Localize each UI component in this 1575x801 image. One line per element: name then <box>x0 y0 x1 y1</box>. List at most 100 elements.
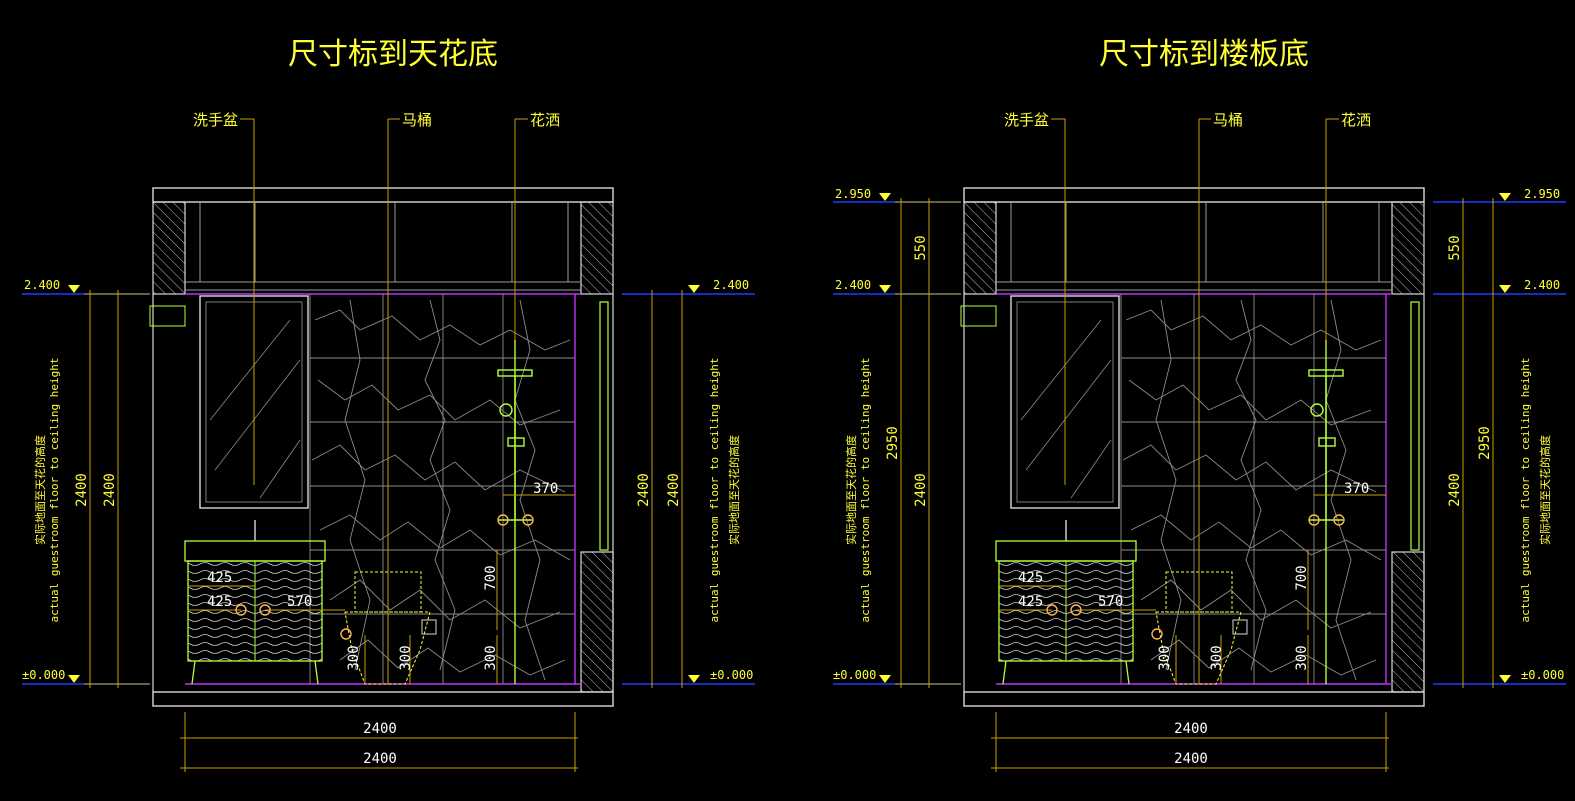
dim-height-right: 2400 <box>1447 473 1463 507</box>
dim-425-b: 425 <box>207 594 232 610</box>
inner-dim-lines <box>188 494 575 684</box>
dim-plenum-left: 550 <box>913 235 929 260</box>
dim-slab-left: 2950 <box>885 426 901 460</box>
cornice-left <box>960 305 997 327</box>
shower-set <box>1308 340 1344 684</box>
drain-marker <box>1070 604 1082 616</box>
shower-valve <box>1308 514 1320 526</box>
angle-valve <box>1151 628 1163 640</box>
vanity-top <box>184 540 326 562</box>
paper-holder <box>421 619 437 635</box>
dim-370: 370 <box>1344 481 1369 497</box>
ceiling-hangers <box>185 202 581 291</box>
shower-set <box>497 340 533 684</box>
panel-title: 尺寸标到天花底 <box>288 37 498 72</box>
floor-slab <box>152 691 614 707</box>
drain-marker <box>1046 604 1058 616</box>
level-floor-right: ±0.000 <box>710 668 753 682</box>
dim-slab-right: 2950 <box>1477 426 1493 460</box>
dim-425-a: 425 <box>207 570 232 586</box>
panel-slab-dim: 尺寸标到楼板底 <box>833 37 1566 772</box>
dim-300-c: 300 <box>1294 645 1310 670</box>
dim-300-a: 300 <box>1157 645 1173 670</box>
callout-shower: 花洒 <box>1341 111 1371 129</box>
note-cn: 实际地面至天花的高度 <box>844 435 858 545</box>
callout-basin: 洗手盆 <box>1004 111 1049 129</box>
dim-300-a: 300 <box>346 645 362 670</box>
level-ceiling-right: 2.400 <box>1524 278 1560 292</box>
dim-300-b: 300 <box>1209 645 1225 670</box>
level-floor: ±0.000 <box>22 668 65 682</box>
level-ceiling: 2.400 <box>835 278 871 292</box>
ceiling-hangers <box>996 202 1392 291</box>
left-wall-upper <box>152 201 186 295</box>
ceiling-slab <box>152 187 614 203</box>
level-ceiling: 2.400 <box>24 278 60 292</box>
horizontal-dims <box>991 712 1389 772</box>
callout-shower: 花洒 <box>530 111 560 129</box>
dim-300-b: 300 <box>398 645 414 670</box>
right-wall-upper <box>580 201 614 295</box>
dim-height-a: 2400 <box>102 473 118 507</box>
left-wall-upper <box>963 201 997 295</box>
level-slab-right: 2.950 <box>1524 187 1560 201</box>
drain-marker <box>259 604 271 616</box>
callout-leaders <box>1051 118 1339 684</box>
cornice-left <box>149 305 186 327</box>
inner-dim-lines <box>999 494 1386 684</box>
dim-570: 570 <box>1098 594 1123 610</box>
note-cn: 实际地面至天花的高度 <box>33 435 47 545</box>
dim-height-b: 2400 <box>74 473 90 507</box>
shower-valve <box>1333 514 1345 526</box>
note-cn-right: 实际地面至天花的高度 <box>727 435 741 545</box>
dim-height-d: 2400 <box>666 473 682 507</box>
callout-toilet: 马桶 <box>402 111 432 129</box>
callout-basin: 洗手盆 <box>193 111 238 129</box>
paper-holder <box>1232 619 1248 635</box>
toilet-bowl <box>344 611 431 685</box>
right-wall-lower <box>580 551 614 693</box>
note-en: actual guestroom floor to ceiling height <box>48 358 61 623</box>
dim-570: 570 <box>287 594 312 610</box>
callout-toilet: 马桶 <box>1213 111 1243 129</box>
shower-valve <box>522 514 534 526</box>
floor-slab <box>963 691 1425 707</box>
vertical-dims <box>84 290 683 688</box>
dim-width-2: 2400 <box>363 751 397 767</box>
right-wall-upper <box>1391 201 1425 295</box>
wall-niche <box>599 301 609 551</box>
callout-leaders <box>240 118 528 684</box>
horizontal-dims <box>180 712 578 772</box>
note-en-right: actual guestroom floor to ceiling height <box>1519 358 1532 623</box>
note-en: actual guestroom floor to ceiling height <box>859 358 872 623</box>
ceiling-slab <box>963 187 1425 203</box>
shower-valve <box>497 514 509 526</box>
panel-title: 尺寸标到楼板底 <box>1099 37 1309 72</box>
dim-700: 700 <box>1294 565 1310 590</box>
drain-marker <box>235 604 247 616</box>
dim-700: 700 <box>483 565 499 590</box>
note-cn-right: 实际地面至天花的高度 <box>1538 435 1552 545</box>
dim-width-1: 2400 <box>363 721 397 737</box>
dim-370: 370 <box>533 481 558 497</box>
vertical-dims <box>895 198 1494 688</box>
dim-width-2: 2400 <box>1174 751 1208 767</box>
dim-height-c: 2400 <box>636 473 652 507</box>
level-slab: 2.950 <box>835 187 871 201</box>
dim-425-a: 425 <box>1018 570 1043 586</box>
vanity-top <box>995 540 1137 562</box>
note-en-right: actual guestroom floor to ceiling height <box>708 358 721 623</box>
dim-width-1: 2400 <box>1174 721 1208 737</box>
right-wall-lower <box>1391 551 1425 693</box>
wall-niche <box>1410 301 1420 551</box>
level-floor: ±0.000 <box>833 668 876 682</box>
toilet-bowl <box>1155 611 1242 685</box>
angle-valve <box>340 628 352 640</box>
dim-425-b: 425 <box>1018 594 1043 610</box>
panel-ceiling-dim: 尺寸标到天花底 <box>22 37 755 772</box>
level-floor-right: ±0.000 <box>1521 668 1564 682</box>
dim-plenum-right: 550 <box>1447 235 1463 260</box>
level-ceiling-right: 2.400 <box>713 278 749 292</box>
dim-height-left: 2400 <box>913 473 929 507</box>
